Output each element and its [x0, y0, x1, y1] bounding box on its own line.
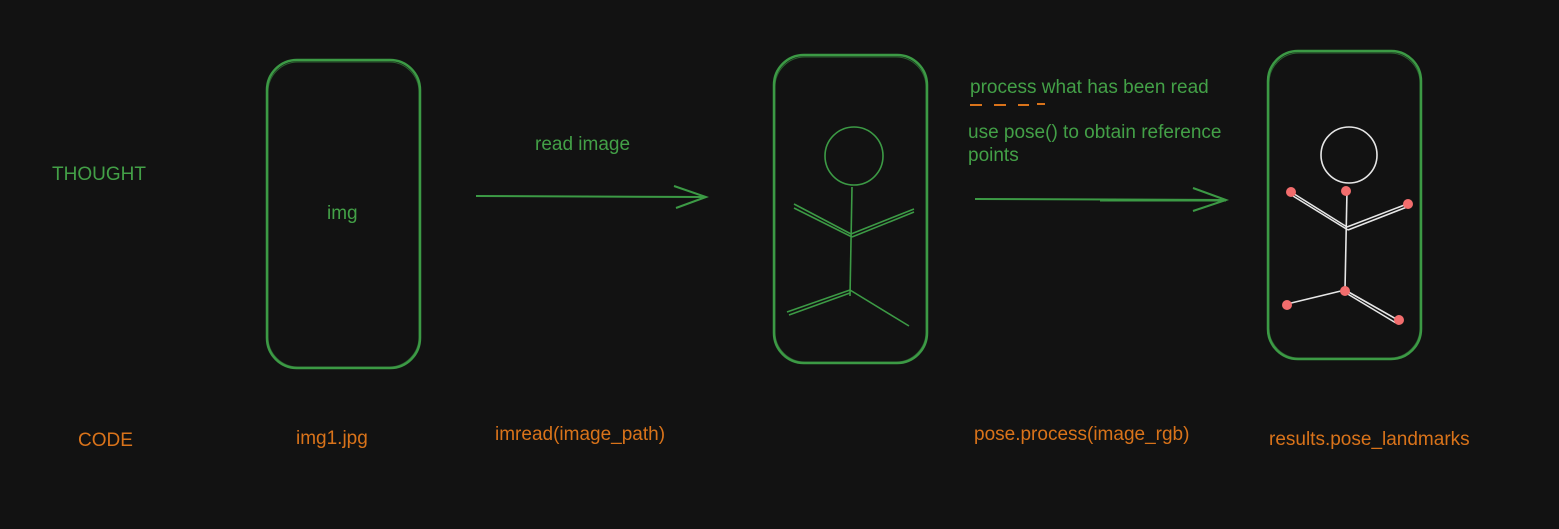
stick-figure-icon: [786, 126, 915, 327]
image-box: [265, 58, 422, 370]
landmarks-box: [1266, 49, 1423, 361]
pose-label: use pose() to obtain reference points: [968, 122, 1222, 166]
read-arrow-label: read image: [535, 134, 631, 155]
imread-code: imread(image_path): [495, 424, 666, 445]
code-row-label: CODE: [78, 430, 133, 451]
stick-figure-landmarks-icon: [1282, 126, 1413, 325]
pose-process-code: pose.process(image_rgb): [974, 424, 1190, 445]
figure-box: [772, 53, 929, 365]
image-box-text: img: [327, 203, 358, 224]
results-code: results.pose_landmarks: [1269, 429, 1470, 450]
img-file-code: img1.jpg: [296, 428, 368, 449]
dash-underline: [970, 103, 1045, 106]
arrow-right-icon: [974, 187, 1230, 212]
thought-row-label: THOUGHT: [52, 164, 146, 185]
arrow-right-icon: [475, 185, 709, 209]
process-label: process what has been read: [970, 77, 1209, 98]
